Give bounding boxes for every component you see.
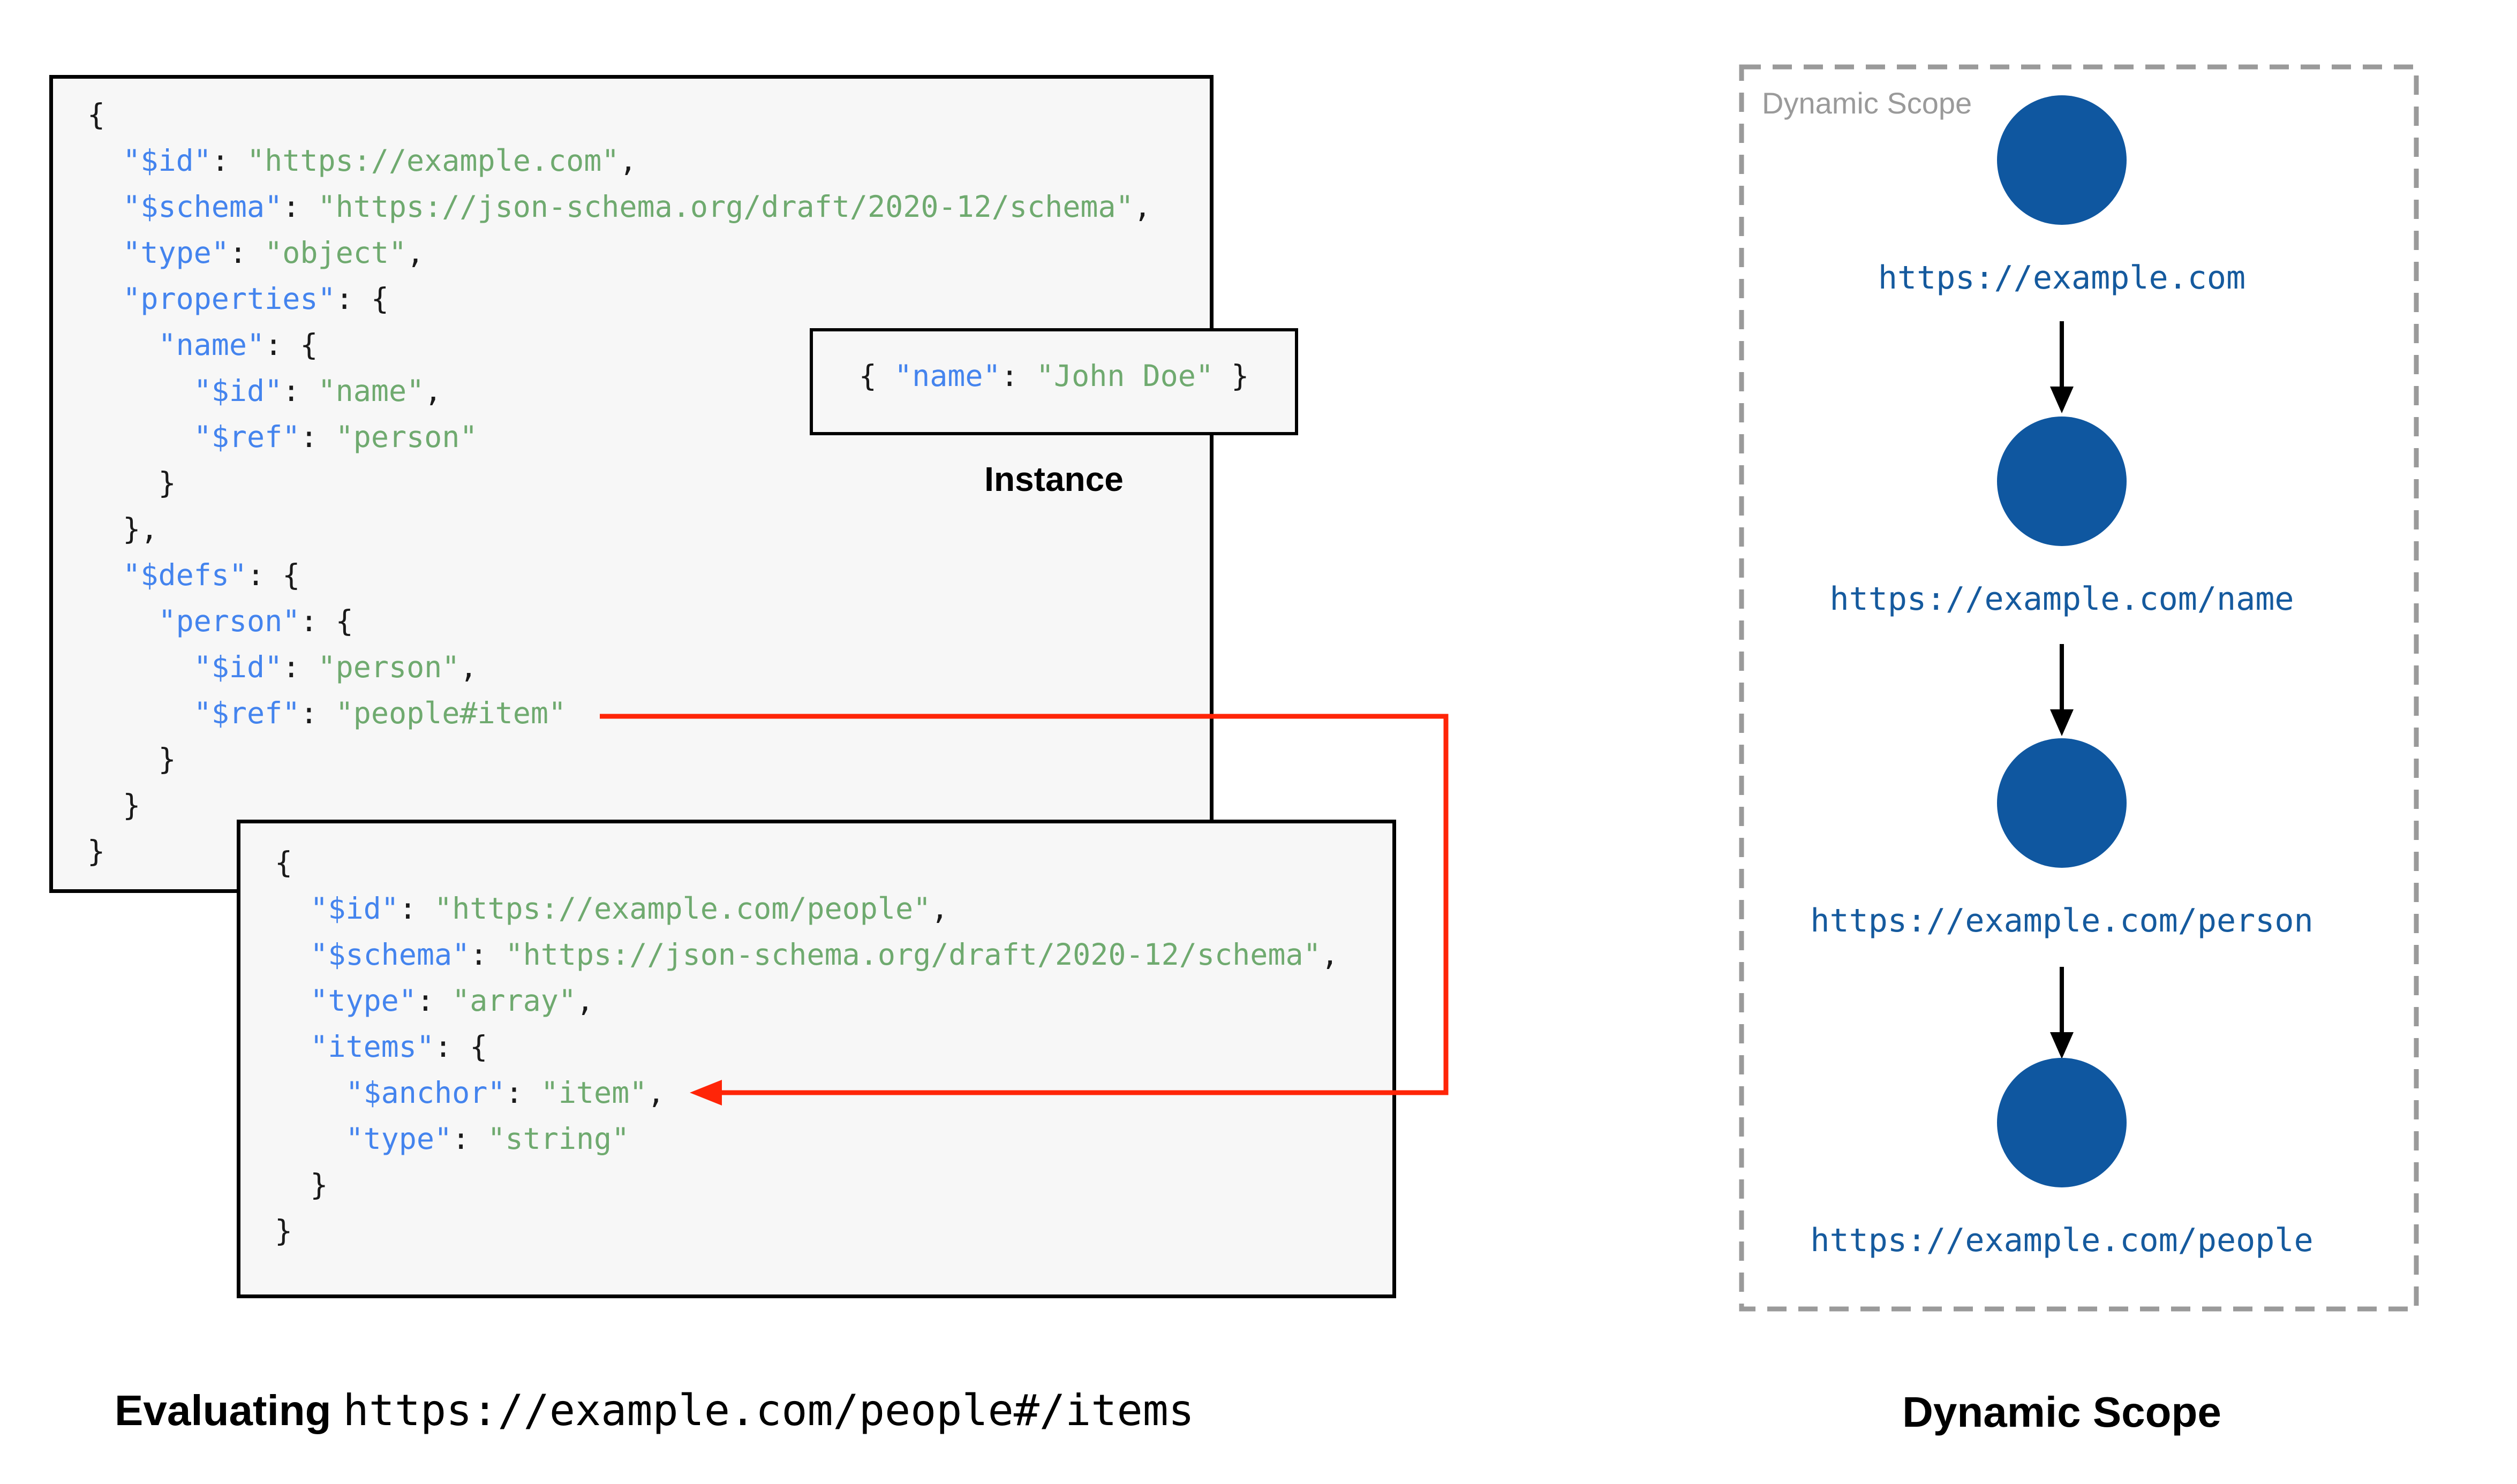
down-arrow-icon-1: [2049, 321, 2075, 413]
down-arrow-icon-2: [2049, 644, 2075, 736]
arrow-head: [2050, 387, 2074, 413]
scope-node-label-2: https://example.com/name: [1829, 580, 2294, 618]
scope-node-circle-4: [1997, 1058, 2127, 1187]
arrow-shaft: [2060, 321, 2064, 387]
people-schema-code: { "$id": "https://example.com/people", "…: [275, 845, 1339, 1248]
arrow-shaft: [2060, 644, 2064, 709]
evaluating-uri: https://example.com/people#/items: [343, 1385, 1194, 1435]
arrow-head: [2050, 709, 2074, 736]
evaluating-label: Evaluating: [115, 1387, 331, 1434]
scope-node-label-3: https://example.com/person: [1810, 902, 2313, 940]
scope-node-label-4: https://example.com/people: [1810, 1222, 2313, 1259]
arrow-head: [2050, 1032, 2074, 1059]
root-schema-code: { "$id": "https://example.com", "$schema…: [87, 97, 1151, 868]
scope-node-circle-2: [1997, 417, 2127, 546]
scope-node-circle-3: [1997, 738, 2127, 868]
dynamic-scope-panel-title: Dynamic Scope: [1762, 86, 1972, 120]
arrow-shaft: [2060, 967, 2064, 1032]
instance-code: { "name": "John Doe" }: [858, 359, 1249, 393]
scope-node-circle-1: [1997, 95, 2127, 225]
caption-evaluating: Evaluating https://example.com/people#/it…: [115, 1385, 1194, 1435]
instance-caption: Instance: [984, 460, 1124, 498]
scope-node-label-1: https://example.com: [1878, 259, 2246, 297]
instance-box: { "name": "John Doe" }: [810, 328, 1298, 435]
down-arrow-icon-3: [2049, 967, 2075, 1059]
caption-dynamic-scope: Dynamic Scope: [1902, 1388, 2221, 1436]
people-schema-box: { "$id": "https://example.com/people", "…: [237, 820, 1396, 1298]
